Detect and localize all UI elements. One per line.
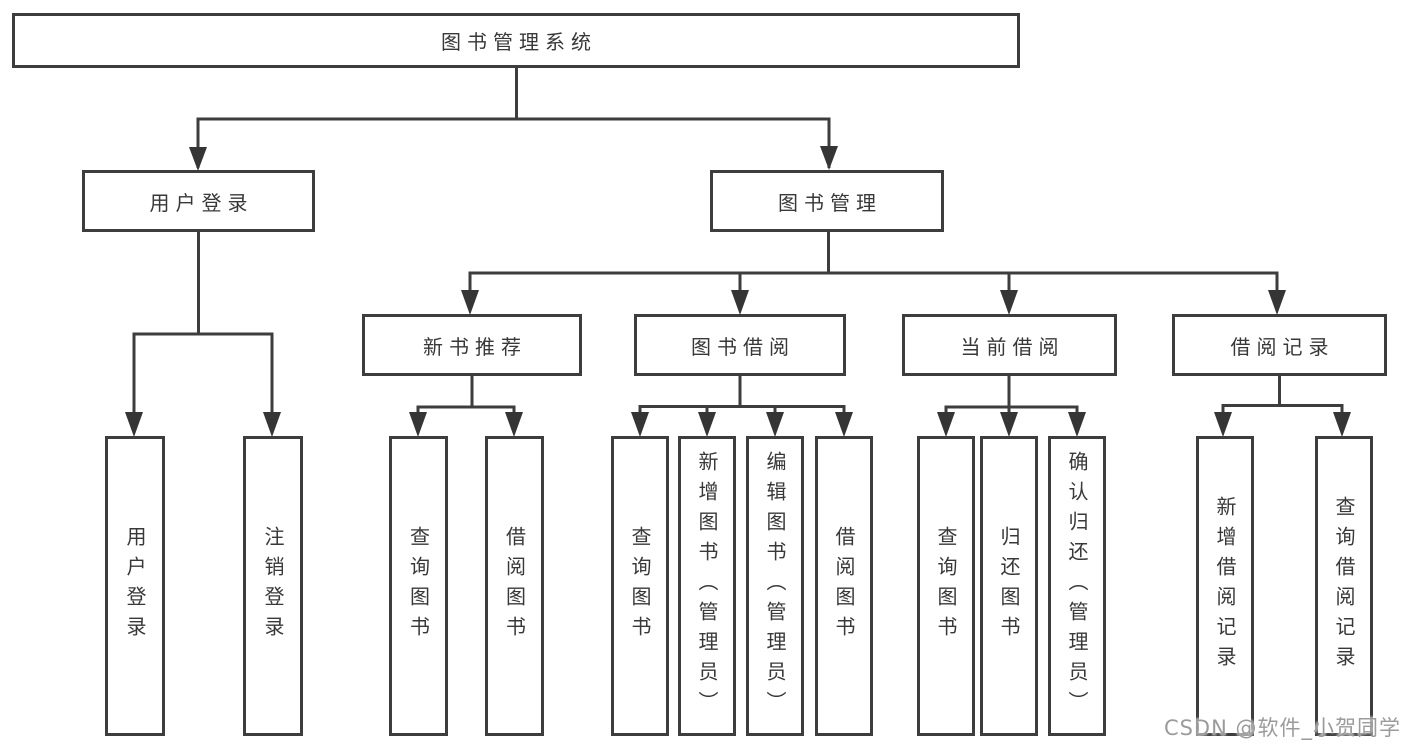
- node-label: 图书管理: [778, 190, 882, 215]
- leaf-borrow-books: 借阅图书: [815, 436, 873, 736]
- node-label: 图书管理系统: [441, 30, 597, 54]
- arrow-down-icon: [631, 412, 649, 437]
- arrow-down-icon: [1068, 412, 1086, 437]
- arrow-down-icon: [263, 412, 281, 437]
- leaf-query-books-borrow: 查询图书: [611, 436, 669, 736]
- node-label: 用户登录: [123, 526, 147, 646]
- node-label: 新增借阅记录: [1213, 496, 1237, 676]
- arrow-down-icon: [766, 412, 784, 437]
- arrow-down-icon: [125, 412, 143, 437]
- connector-path: [1221, 376, 1344, 416]
- node-label: 借阅图书: [502, 526, 527, 646]
- connector-path: [944, 376, 1079, 416]
- arrow-down-icon: [1268, 290, 1286, 315]
- node-user-login: 用户登录: [82, 170, 315, 232]
- arrow-down-icon: [1000, 290, 1018, 315]
- arrow-down-icon: [1214, 412, 1232, 437]
- node-label: 确认归还（管理员）: [1065, 451, 1089, 721]
- node-label: 查询借阅记录: [1332, 496, 1356, 676]
- node-label: 查询图书: [934, 526, 958, 646]
- node-system-root: 图书管理系统: [12, 13, 1020, 68]
- leaf-user-login: 用户登录: [105, 436, 165, 736]
- leaf-logout: 注销登录: [243, 436, 303, 736]
- leaf-add-borrow-record: 新增借阅记录: [1196, 436, 1254, 736]
- leaf-confirm-return-admin: 确认归还（管理员）: [1048, 436, 1106, 736]
- node-label: 借阅记录: [1230, 334, 1335, 359]
- node-label: 编辑图书（管理员）: [763, 451, 787, 721]
- leaf-query-books-recommend: 查询图书: [389, 436, 448, 736]
- node-new-book-recommend: 新书推荐: [362, 314, 582, 376]
- leaf-add-book-admin: 新增图书（管理员）: [678, 436, 736, 736]
- node-label: 查询图书: [406, 526, 431, 646]
- connector-path: [638, 376, 846, 416]
- leaf-borrow-books-recommend: 借阅图书: [485, 436, 544, 736]
- node-label: 当前借阅: [960, 334, 1065, 359]
- leaf-query-books-current: 查询图书: [917, 436, 975, 736]
- leaf-edit-book-admin: 编辑图书（管理员）: [746, 436, 804, 736]
- node-label: 查询图书: [628, 526, 652, 646]
- watermark: CSDN @软件_小贺同学: [1163, 716, 1401, 740]
- leaf-return-book: 归还图书: [980, 436, 1038, 736]
- node-borrow-records: 借阅记录: [1172, 314, 1387, 376]
- arrow-down-icon: [1000, 412, 1018, 437]
- node-label: 新增图书（管理员）: [695, 451, 719, 721]
- connector-path: [416, 376, 516, 416]
- arrow-down-icon: [835, 412, 853, 437]
- node-book-management: 图书管理: [710, 170, 944, 232]
- arrow-down-icon: [189, 147, 207, 171]
- arrow-down-icon: [820, 146, 838, 170]
- node-label: 用户登录: [149, 190, 254, 215]
- arrow-down-icon: [937, 412, 955, 437]
- node-label: 归还图书: [997, 526, 1021, 646]
- arrow-down-icon: [505, 412, 523, 437]
- node-label: 借阅图书: [832, 526, 856, 646]
- node-label: 新书推荐: [423, 334, 527, 359]
- arrow-down-icon: [461, 290, 479, 315]
- node-label: 图书借阅: [691, 334, 795, 359]
- arrow-down-icon: [409, 412, 427, 437]
- arrow-down-icon: [698, 412, 716, 437]
- leaf-query-borrow-record: 查询借阅记录: [1315, 436, 1373, 736]
- connector-path: [468, 232, 1279, 294]
- connector-path: [132, 232, 274, 418]
- node-label: 注销登录: [261, 526, 285, 646]
- arrow-down-icon: [731, 290, 749, 315]
- connector-path: [196, 68, 831, 168]
- arrow-down-icon: [1333, 412, 1351, 437]
- node-current-borrow: 当前借阅: [902, 314, 1117, 376]
- node-book-borrow: 图书借阅: [634, 314, 846, 376]
